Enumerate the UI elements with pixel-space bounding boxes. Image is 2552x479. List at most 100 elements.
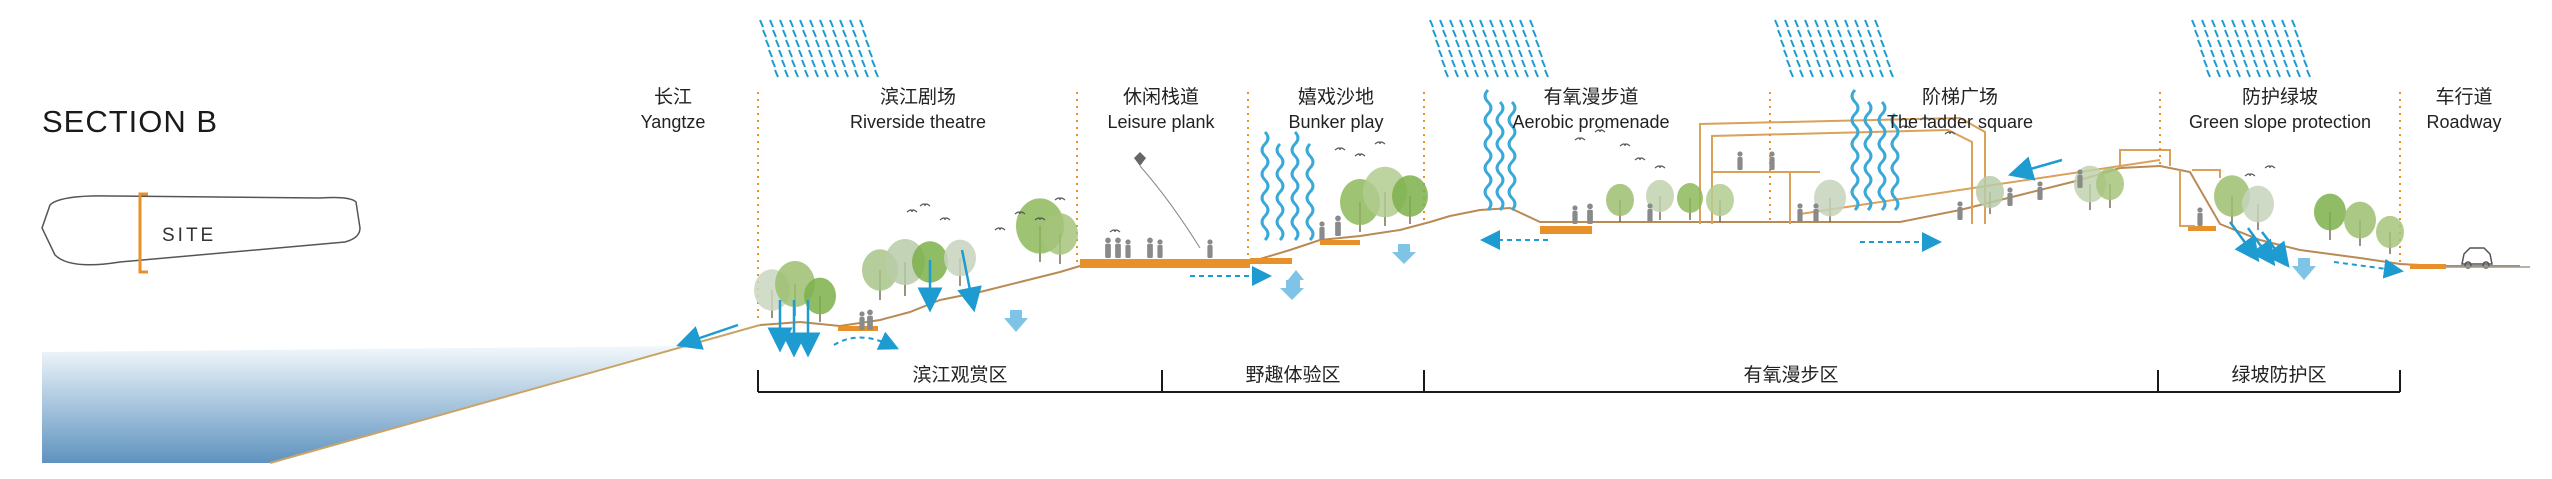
slope-cap bbox=[2188, 226, 2216, 231]
bunker-step bbox=[1320, 240, 1360, 245]
bird-icon bbox=[994, 227, 1006, 231]
zone-cn: 嬉戏沙地 bbox=[1297, 87, 1374, 108]
person-icon bbox=[1647, 203, 1653, 222]
rain-icon bbox=[2191, 19, 2311, 78]
ground-profile bbox=[759, 164, 2520, 328]
zone-cn: 休闲栈道 bbox=[1122, 87, 1200, 108]
vapor-icon bbox=[1483, 88, 1493, 212]
vapor-icon bbox=[1890, 112, 1900, 212]
rain-icon bbox=[1774, 19, 1894, 78]
person-icon bbox=[867, 309, 873, 330]
zone-cn: 防护绿坡 bbox=[2241, 87, 2319, 108]
tree-icon bbox=[1392, 175, 1428, 224]
bunker-deck bbox=[1250, 258, 1292, 264]
zone-bunker-play: 嬉戏沙地 Bunker play bbox=[1288, 86, 1383, 134]
river-water bbox=[42, 346, 680, 463]
zone-riverside-theatre: 滨江剧场 Riverside theatre bbox=[850, 86, 986, 134]
tree-icon bbox=[2074, 165, 2106, 210]
zone-yangtze: 长江 Yangtze bbox=[641, 86, 706, 134]
bird-icon bbox=[1354, 153, 1366, 157]
kite-icon bbox=[1134, 152, 1201, 249]
theatre-step bbox=[838, 326, 878, 331]
tree-icon bbox=[885, 239, 925, 296]
bird-icon bbox=[1594, 129, 1606, 133]
vapor-icon bbox=[1305, 142, 1315, 242]
person-icon bbox=[1572, 205, 1578, 224]
tree-icon bbox=[1677, 183, 1703, 220]
zone-en: Yangtze bbox=[640, 112, 706, 132]
zone-green-slope: 防护绿坡 Green slope protection bbox=[2189, 86, 2371, 134]
person-icon bbox=[1105, 237, 1111, 258]
person-icon bbox=[2007, 187, 2013, 206]
roadway-deck bbox=[2410, 264, 2446, 269]
person-icon bbox=[1157, 239, 1163, 258]
vapor-icon bbox=[1290, 130, 1300, 242]
bird-icon bbox=[1919, 117, 1931, 121]
car-icon bbox=[2461, 247, 2493, 269]
bird-icon bbox=[1109, 229, 1121, 233]
bird-icon bbox=[1034, 217, 1046, 221]
section-title: SECTION B bbox=[42, 104, 219, 139]
bird-icon bbox=[1054, 197, 1066, 201]
bird-icon bbox=[2244, 173, 2256, 177]
vapor-layer bbox=[1260, 88, 1900, 242]
leisure-plank-deck bbox=[1080, 259, 1250, 268]
band-aerobic-walk: 有氧漫步区 bbox=[1743, 365, 1839, 386]
person-icon bbox=[1587, 203, 1593, 224]
band-riverside-viewing: 滨江观赏区 bbox=[912, 365, 1008, 386]
tree-icon bbox=[2214, 175, 2250, 226]
bird-icon bbox=[1944, 131, 1956, 135]
person-icon bbox=[1125, 239, 1131, 258]
tree-icon bbox=[944, 239, 976, 286]
zone-en: Leisure plank bbox=[1107, 112, 1215, 132]
band-brackets bbox=[757, 370, 2401, 393]
zone-leisure-plank: 休闲栈道 Leisure plank bbox=[1107, 86, 1214, 134]
rain-icon bbox=[1429, 19, 1549, 78]
rain-icon bbox=[759, 19, 879, 78]
tree-icon bbox=[1606, 183, 1634, 222]
zone-en: Aerobic promenade bbox=[1512, 112, 1670, 132]
bird-icon bbox=[1334, 147, 1346, 151]
person-icon bbox=[2197, 207, 2203, 226]
person-icon bbox=[1335, 215, 1341, 236]
zone-cn: 长江 bbox=[653, 87, 692, 108]
bird-icon bbox=[906, 209, 918, 213]
vapor-icon bbox=[1863, 100, 1873, 212]
zone-en: Bunker play bbox=[1288, 112, 1384, 132]
tree-icon bbox=[1042, 213, 1078, 264]
tree-icon bbox=[2242, 185, 2274, 230]
site-map-outline bbox=[41, 195, 361, 266]
person-icon bbox=[2037, 181, 2043, 200]
zone-cn: 滨江剧场 bbox=[879, 87, 957, 108]
up-down-arrows bbox=[1004, 244, 2316, 332]
zone-cn: 有氧漫步道 bbox=[1543, 87, 1639, 108]
bird-icon bbox=[1374, 141, 1386, 145]
bird-icon bbox=[939, 217, 951, 221]
tree-icon bbox=[2344, 201, 2376, 246]
tree-icon bbox=[1976, 175, 2004, 214]
person-icon bbox=[1957, 201, 1963, 220]
vapor-icon bbox=[1507, 100, 1517, 212]
bird-icon bbox=[1654, 165, 1666, 169]
person-icon bbox=[1147, 237, 1153, 258]
zone-en: Green slope protection bbox=[2188, 112, 2372, 132]
tree-layer bbox=[754, 165, 2404, 322]
bird-icon bbox=[1619, 143, 1631, 147]
vapor-icon bbox=[1877, 100, 1887, 212]
bird-icon bbox=[1634, 157, 1646, 161]
tree-icon bbox=[2096, 167, 2124, 208]
vapor-icon bbox=[1850, 88, 1860, 212]
vapor-icon bbox=[1260, 130, 1270, 242]
promenade-deck bbox=[1540, 226, 1592, 234]
zone-cn: 阶梯广场 bbox=[1921, 87, 1998, 108]
bird-icon bbox=[1899, 125, 1911, 129]
bird-icon bbox=[1574, 137, 1586, 141]
zone-cn: 车行道 bbox=[2435, 87, 2493, 108]
band-green-slope-protection: 绿坡防护区 bbox=[2231, 365, 2327, 386]
bird-icon bbox=[2264, 165, 2276, 169]
bird-icon bbox=[1014, 211, 1026, 215]
tree-icon bbox=[2314, 193, 2346, 240]
zone-roadway: 车行道 Roadway bbox=[2426, 86, 2501, 134]
